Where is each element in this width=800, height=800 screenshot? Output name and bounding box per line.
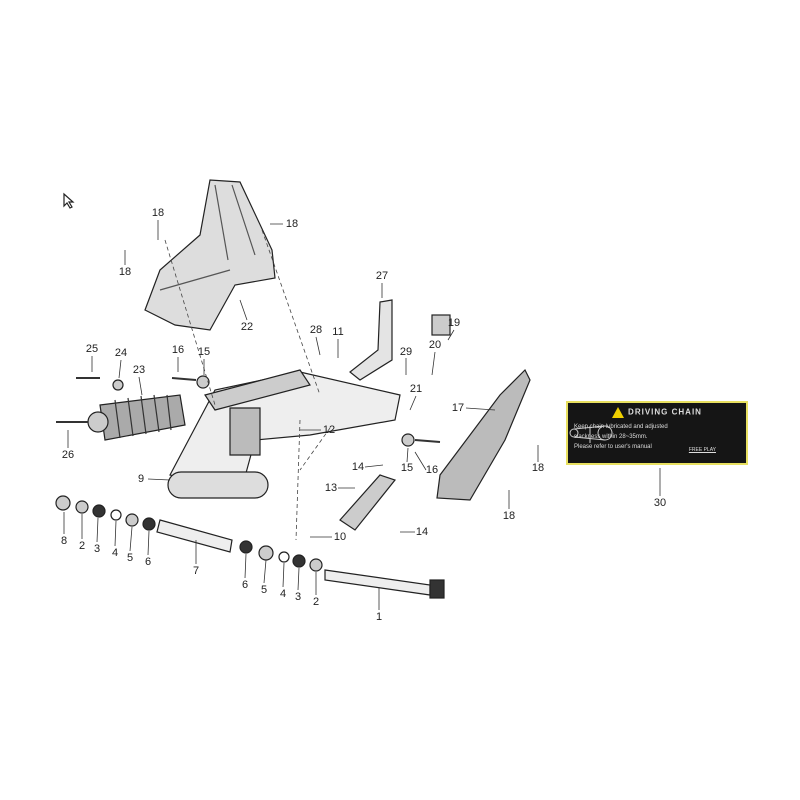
callout-18: 18 <box>118 266 132 278</box>
callout-13: 13 <box>324 482 338 494</box>
callout-4: 4 <box>111 547 119 559</box>
callout-18: 18 <box>531 462 545 474</box>
callout-19: 19 <box>447 317 461 329</box>
label-line-1: Keep chain lubricated and adjusted <box>574 424 668 430</box>
callout-3: 3 <box>93 543 101 555</box>
warning-triangle-icon <box>612 407 625 418</box>
callout-18: 18 <box>502 510 516 522</box>
bracket-part <box>349 299 393 381</box>
callout-30: 30 <box>653 497 667 509</box>
callout-6: 6 <box>241 579 249 591</box>
callout-14: 14 <box>415 526 429 538</box>
axle-part <box>324 569 431 596</box>
callout-15: 15 <box>400 462 414 474</box>
callout-28: 28 <box>309 324 323 336</box>
callout-5: 5 <box>260 584 268 596</box>
callout-14: 14 <box>351 461 365 473</box>
callout-16: 16 <box>425 464 439 476</box>
chain-slider-part <box>339 474 397 531</box>
sleeve-part <box>156 519 233 553</box>
callout-24: 24 <box>114 347 128 359</box>
driving-chain-label: DRIVING CHAIN Keep chain lubricated and … <box>566 401 748 465</box>
callout-10: 10 <box>333 531 347 543</box>
callout-16: 16 <box>171 344 185 356</box>
callout-15: 15 <box>197 346 211 358</box>
chain-drawing-icon <box>569 425 613 443</box>
callout-26: 26 <box>61 449 75 461</box>
callout-9: 9 <box>137 473 145 485</box>
callout-2: 2 <box>312 596 320 608</box>
callout-27: 27 <box>375 270 389 282</box>
callout-22: 22 <box>240 321 254 333</box>
callout-18: 18 <box>151 207 165 219</box>
callout-5: 5 <box>126 552 134 564</box>
callout-11: 11 <box>332 326 344 338</box>
callout-2: 2 <box>78 540 86 552</box>
pivot-tube <box>167 471 269 499</box>
free-play-label: FREE PLAY <box>688 447 716 453</box>
callout-21: 21 <box>409 383 423 395</box>
label-line-3: Please refer to user's manual <box>574 444 652 450</box>
callout-7: 7 <box>192 565 200 577</box>
callout-18: 18 <box>285 218 299 230</box>
mouse-pointer-icon <box>63 192 75 209</box>
chain-guard-part <box>436 368 531 501</box>
callout-17: 17 <box>451 402 465 414</box>
callout-23: 23 <box>132 364 146 376</box>
callout-4: 4 <box>279 588 287 600</box>
callout-8: 8 <box>60 535 68 547</box>
callout-6: 6 <box>144 556 152 568</box>
shock-absorber-part <box>99 394 186 441</box>
callout-1: 1 <box>375 611 383 623</box>
label-title: DRIVING CHAIN <box>628 407 702 417</box>
rear-fender-part <box>144 179 276 331</box>
callout-25: 25 <box>85 343 99 355</box>
callout-20: 20 <box>428 339 442 351</box>
callout-12: 12 <box>322 424 336 436</box>
chain-adjuster-part <box>431 314 451 336</box>
callout-3: 3 <box>294 591 302 603</box>
callout-29: 29 <box>399 346 413 358</box>
